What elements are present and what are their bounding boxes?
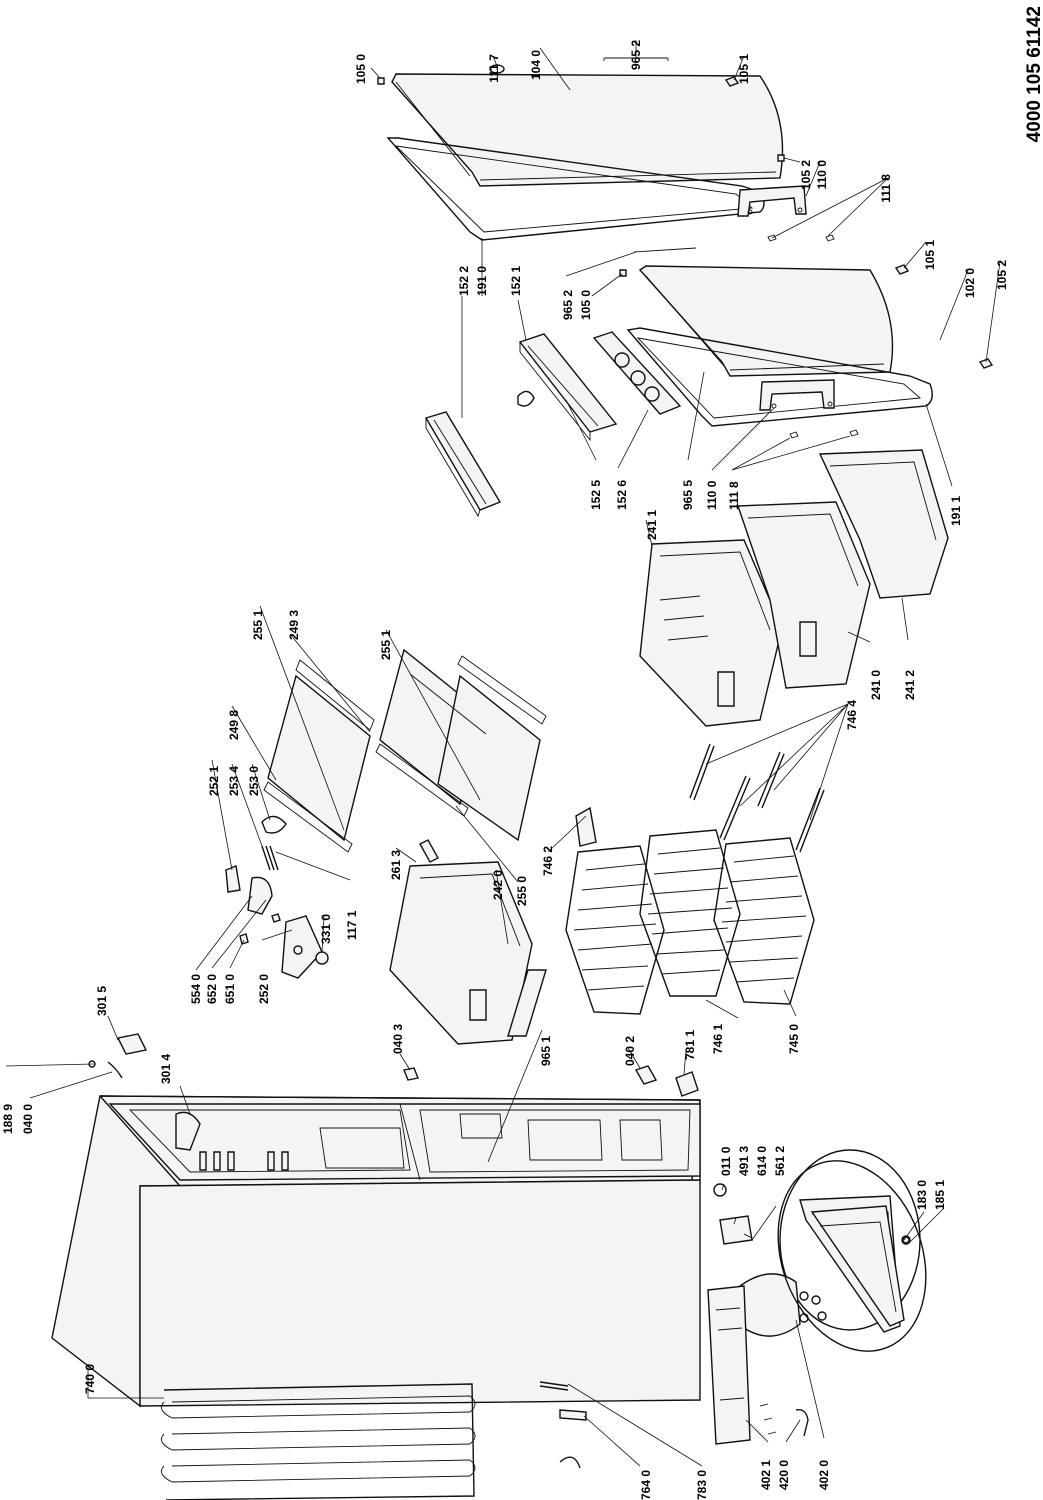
label-252-1: 252 1	[207, 766, 221, 796]
light-and-thermostat	[225, 815, 329, 979]
wire-basket-1	[565, 845, 665, 1015]
label-781-1: 781 1	[683, 1030, 697, 1060]
lower-door-gasket	[626, 327, 933, 439]
label-241-0: 241 0	[869, 670, 883, 700]
label-152-5: 152 5	[589, 480, 603, 510]
top-hinge-parts	[88, 1033, 753, 1245]
label-117-1: 117 1	[345, 910, 359, 940]
wire-basket-3	[713, 837, 815, 1005]
label-110-0-b: 110 0	[705, 480, 719, 510]
wire-basket-2	[639, 829, 741, 997]
upper-hinge	[603, 57, 835, 242]
door-shelf-middle	[517, 333, 618, 442]
label-965-1: 965 1	[539, 1036, 553, 1066]
label-191-0: 191 0	[475, 266, 489, 296]
label-185-1: 185 1	[933, 1180, 947, 1210]
label-255-1-a: 255 1	[251, 610, 265, 640]
label-152-2: 152 2	[457, 266, 471, 296]
label-249-8: 249 8	[227, 710, 241, 740]
label-040-3: 040 3	[391, 1024, 405, 1054]
label-783-0: 783 0	[695, 1470, 709, 1500]
label-253-4: 253 4	[227, 766, 241, 796]
label-420-0: 420 0	[777, 1460, 791, 1490]
freezer-drawer-3	[818, 449, 949, 599]
label-105-2-a: 105 2	[799, 160, 813, 190]
label-111-8-a: 111 8	[879, 174, 893, 203]
label-111-7: 111 7	[487, 54, 501, 83]
upper-door	[377, 64, 784, 187]
control-board	[777, 1160, 927, 1352]
label-651-0: 651 0	[223, 974, 237, 1004]
label-614-0: 614 0	[755, 1146, 769, 1176]
part-labels: 105 0 111 7 104 0 965 2 105 1 105 2 110 …	[1, 40, 1009, 1500]
label-011-0: 011 0	[719, 1146, 733, 1176]
label-105-1-b: 105 1	[923, 240, 937, 270]
door-shelf-upper	[424, 411, 502, 518]
label-491-3: 491 3	[737, 1146, 751, 1176]
label-402-0: 402 0	[817, 1460, 831, 1490]
label-253-0: 253 0	[247, 766, 261, 796]
label-105-0-b: 105 0	[579, 290, 593, 320]
label-301-5: 301 5	[95, 986, 109, 1016]
label-191-1: 191 1	[949, 496, 963, 526]
label-764-0: 764 0	[639, 1470, 653, 1500]
label-965-2-b: 965 2	[561, 290, 575, 320]
label-255-0: 255 0	[515, 876, 529, 906]
document-number: 4000 105 61142	[1024, 6, 1043, 142]
label-152-6: 152 6	[615, 480, 629, 510]
label-249-3: 249 3	[287, 610, 301, 640]
label-111-8-b: 111 8	[727, 481, 741, 510]
label-040-2: 040 2	[623, 1036, 637, 1066]
label-652-0: 652 0	[205, 974, 219, 1004]
basket-rails	[575, 743, 825, 853]
label-242-0: 242 0	[491, 870, 505, 900]
label-105-0-a: 105 0	[354, 54, 368, 84]
freezer-drawer-2	[737, 501, 871, 689]
label-965-2-a: 965 2	[629, 40, 643, 70]
label-152-1: 152 1	[509, 266, 523, 296]
label-740-0: 740 0	[83, 1364, 97, 1394]
label-105-1-a: 105 1	[737, 54, 751, 84]
label-188-9: 188 9	[1, 1104, 15, 1134]
label-252-0: 252 0	[257, 974, 271, 1004]
glass-shelf-lower	[375, 648, 547, 842]
cabinet	[51, 1095, 701, 1408]
label-104-0: 104 0	[529, 50, 543, 80]
label-241-1: 241 1	[645, 510, 659, 540]
label-746-4: 746 4	[845, 700, 859, 730]
crisper-drawer	[389, 839, 547, 1045]
label-105-2-b: 105 2	[995, 260, 1009, 290]
door-shelf-dairy	[592, 331, 682, 415]
label-402-1: 402 1	[759, 1460, 773, 1490]
label-241-2: 241 2	[903, 670, 917, 700]
label-746-1: 746 1	[711, 1024, 725, 1054]
label-745-0: 745 0	[787, 1024, 801, 1054]
leader-lines	[5, 40, 1001, 1467]
condenser	[160, 1381, 587, 1500]
label-965-5: 965 5	[681, 480, 695, 510]
glass-shelf-upper	[263, 659, 375, 853]
label-746-2: 746 2	[541, 846, 555, 876]
label-102-0: 102 0	[963, 268, 977, 298]
label-554-0: 554 0	[189, 974, 203, 1004]
label-261-3: 261 3	[389, 850, 403, 880]
label-331-0: 331 0	[319, 914, 333, 944]
label-561-2: 561 2	[773, 1146, 787, 1176]
label-301-4: 301 4	[159, 1054, 173, 1084]
label-110-0-a: 110 0	[815, 160, 829, 190]
label-040-0: 040 0	[21, 1104, 35, 1134]
label-183-0: 183 0	[915, 1180, 929, 1210]
freezer-drawer-1	[639, 539, 783, 727]
label-255-1-b: 255 1	[379, 630, 393, 660]
